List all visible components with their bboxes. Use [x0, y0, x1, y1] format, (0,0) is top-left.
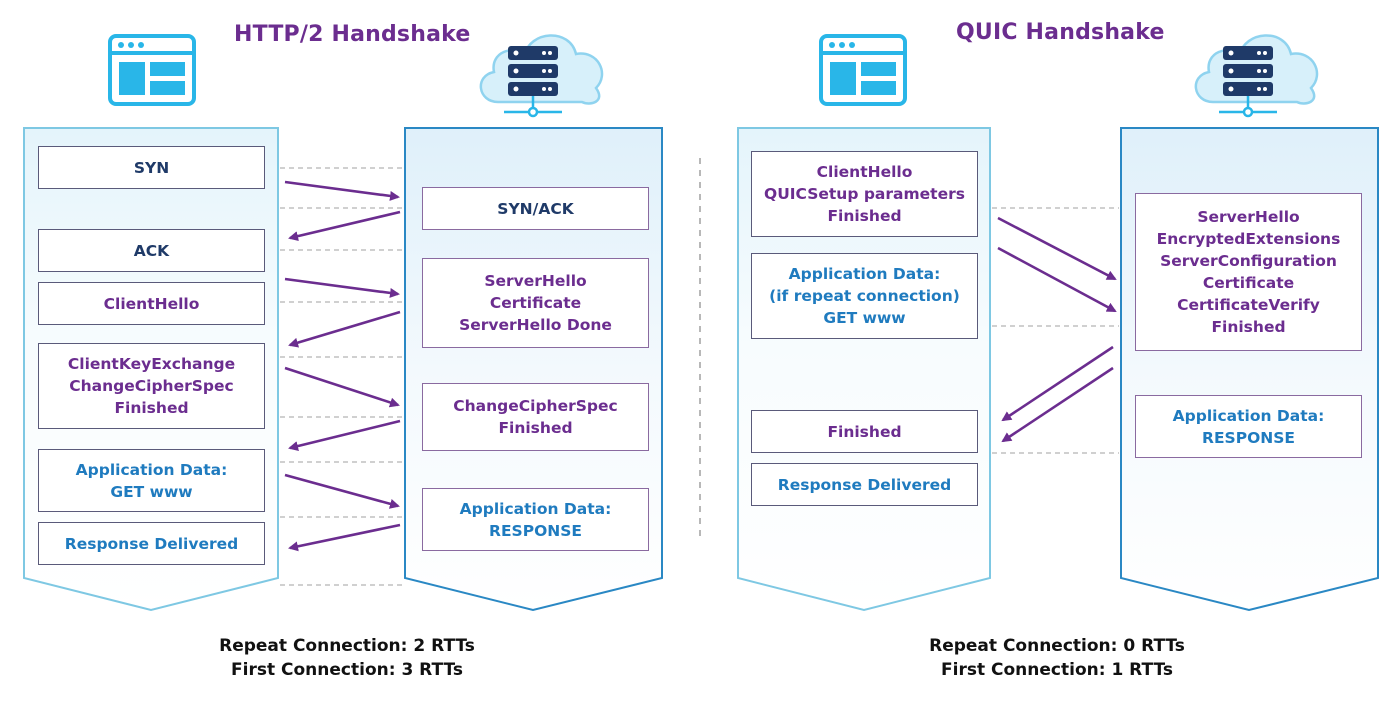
http2-first-rtt: First Connection: 3 RTTs	[231, 660, 463, 680]
box-line: RESPONSE	[489, 521, 582, 540]
box-line: Response Delivered	[64, 534, 239, 553]
arrow-appdata-get	[284, 473, 400, 509]
http2-rtt-summary: Repeat Connection: 2 RTTs First Connecti…	[147, 634, 547, 682]
quic-arrows	[997, 216, 1117, 443]
box-line: ServerHello	[484, 272, 587, 290]
box-line: ACK	[133, 241, 170, 260]
box-line: GET www	[110, 482, 193, 501]
quic-server-box-serverhello: ServerHello EncryptedExtensions ServerCo…	[1135, 193, 1362, 351]
arrow-changecipherspec	[288, 419, 401, 451]
box-line: GET www	[823, 309, 906, 327]
box-line: Certificate	[489, 294, 582, 312]
box-line: ServerHello Done	[459, 316, 612, 334]
box-line: ChangeCipherSpec	[69, 377, 234, 395]
browser-window-icon	[108, 34, 196, 106]
box-line: QUICSetup parameters	[764, 185, 965, 203]
quic-client-box-appdata: Application Data: (if repeat connection)…	[751, 253, 978, 339]
quic-client-box-finished: Finished	[751, 410, 978, 453]
box-line: ChangeCipherSpec	[453, 397, 618, 415]
arrow-synack	[288, 210, 401, 242]
http2-server-box-synack: SYN/ACK	[422, 187, 649, 230]
http2-client-box-appdata: Application Data: GET www	[38, 449, 265, 512]
box-line: ServerConfiguration	[1160, 252, 1337, 270]
quic-repeat-rtt: Repeat Connection: 0 RTTs	[929, 636, 1185, 656]
quic-guide-lines	[992, 207, 1119, 454]
arrow-ack	[284, 277, 400, 298]
box-line: EncryptedExtensions	[1156, 230, 1341, 248]
http2-server-box-changecipherspec: ChangeCipherSpec Finished	[422, 383, 649, 451]
arrow-serverhello	[288, 310, 401, 348]
box-line: CertificateVerify	[1177, 296, 1320, 314]
quic-client-box-response-delivered: Response Delivered	[751, 463, 978, 506]
arrow-syn	[284, 180, 400, 201]
box-line: Finished	[498, 419, 573, 437]
http2-client-box-response-delivered: Response Delivered	[38, 522, 265, 565]
http2-title: HTTP/2 Handshake	[234, 22, 471, 47]
http2-guide-lines	[280, 167, 403, 586]
box-line: Finished	[1211, 318, 1286, 336]
http2-client-box-syn: SYN	[38, 146, 265, 189]
quic-rtt-summary: Repeat Connection: 0 RTTs First Connecti…	[857, 634, 1257, 682]
box-line: Finished	[114, 399, 189, 417]
box-line: ClientKeyExchange	[67, 355, 236, 373]
http2-client-box-clienthello: ClientHello	[38, 282, 265, 325]
http2-arrows	[284, 180, 401, 552]
box-line: (if repeat connection)	[769, 287, 960, 305]
http2-server-box-serverhello: ServerHello Certificate ServerHello Done	[422, 258, 649, 348]
box-line: Certificate	[1202, 274, 1295, 292]
arrow-quic-clienthello	[997, 216, 1117, 281]
box-line: SYN	[133, 158, 170, 177]
arrow-quic-response	[1001, 366, 1114, 443]
http2-client-box-ack: ACK	[38, 229, 265, 272]
quic-client-box-clienthello: ClientHello QUICSetup parameters Finishe…	[751, 151, 978, 237]
arrow-response	[288, 523, 401, 552]
http2-client-box-keyexchange: ClientKeyExchange ChangeCipherSpec Finis…	[38, 343, 265, 429]
arrow-quic-serverhello	[1001, 345, 1114, 422]
quic-title: QUIC Handshake	[956, 20, 1165, 45]
box-line: Application Data:	[75, 460, 228, 479]
box-line: RESPONSE	[1202, 428, 1295, 447]
box-line: Response Delivered	[777, 475, 952, 494]
box-line: ServerHello	[1197, 208, 1300, 226]
box-line: SYN/ACK	[497, 199, 574, 218]
http2-server-box-response: Application Data: RESPONSE	[422, 488, 649, 551]
box-line: ClientHello	[103, 294, 200, 313]
box-line: Finished	[827, 207, 902, 225]
cloud-server-icon	[1194, 34, 1319, 118]
box-line: Application Data:	[1172, 406, 1325, 425]
http2-repeat-rtt: Repeat Connection: 2 RTTs	[219, 636, 475, 656]
box-line: ClientHello	[816, 163, 913, 181]
box-line: Application Data:	[459, 499, 612, 518]
quic-server-box-response: Application Data: RESPONSE	[1135, 395, 1362, 458]
cloud-server-icon	[479, 34, 604, 118]
box-line: Application Data:	[788, 265, 941, 283]
browser-window-icon	[819, 34, 907, 106]
arrow-clientkeyexchange	[284, 366, 400, 408]
quic-first-rtt: First Connection: 1 RTTs	[941, 660, 1173, 680]
box-line: Finished	[827, 422, 902, 441]
arrow-quic-appdata	[997, 246, 1117, 313]
